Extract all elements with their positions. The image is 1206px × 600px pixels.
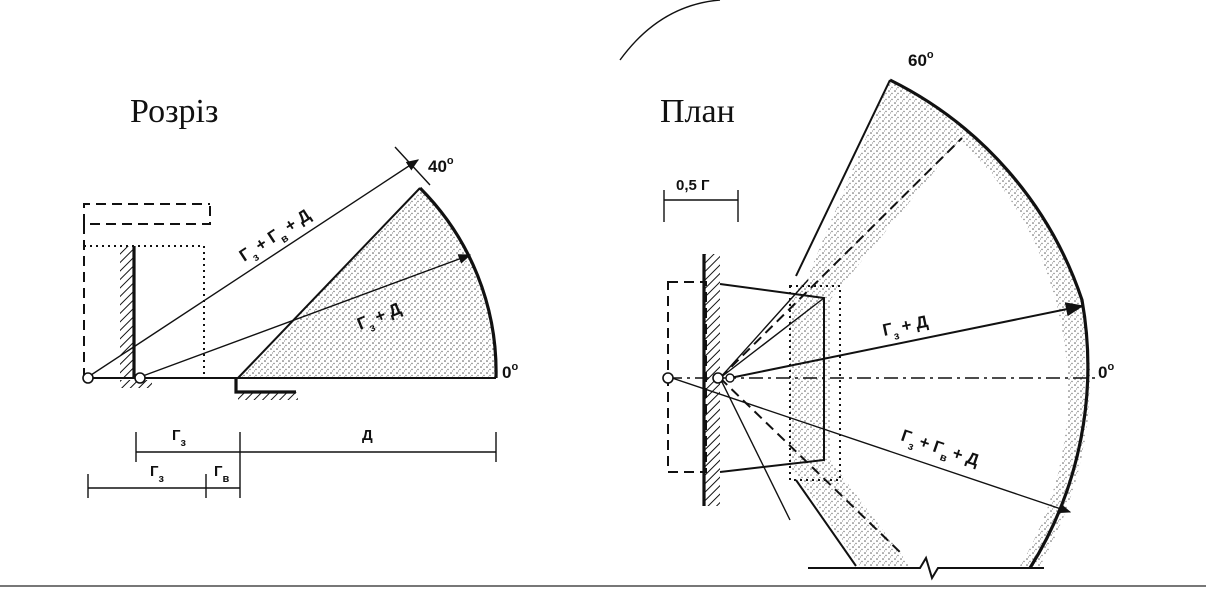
plan-wall-hatch: [704, 254, 720, 506]
background-arc: [619, 0, 721, 61]
plan-dashed-upper: [719, 137, 963, 379]
section-dim-d: Д: [362, 427, 373, 444]
plan-dashed-lower: [719, 377, 905, 557]
section-angle-0: 0o: [502, 361, 518, 382]
plan-label-short: Гз+ Д: [881, 312, 931, 345]
section-danger-zone: [238, 188, 497, 378]
plan-inner-zone: [830, 140, 1068, 566]
plan-title: План: [660, 93, 735, 130]
plan-pivot-outer: [662, 372, 674, 384]
plan-zone-bottom-edge: [795, 479, 857, 567]
plan-angle-0: 0o: [1098, 361, 1114, 382]
plan-angle-60: 60o: [908, 49, 934, 70]
plan-outer-arc: [889, 78, 1090, 569]
plan-object-outline: [719, 283, 825, 473]
section-building-outline: [83, 204, 211, 378]
plan-ground-break: [808, 555, 1044, 581]
section-pivot-outer: [82, 372, 94, 384]
plan-zone-top-edge: [795, 79, 891, 277]
section-zone-edge: [237, 187, 421, 379]
section-pivot-inner: [134, 372, 146, 384]
section-zone-arc: [418, 186, 498, 379]
section-step-hatch: [238, 392, 298, 400]
plan-ray-short: [729, 302, 1084, 379]
section-ray-long: [87, 159, 420, 378]
section-angle-40: 40o: [428, 155, 454, 176]
section-dim-gz-lower: Гз: [150, 463, 165, 485]
plan-fan-3: [719, 377, 791, 521]
plan-fan-1: [719, 279, 809, 379]
section-step: [234, 378, 296, 394]
plan-pivot-inner: [725, 373, 735, 383]
section-dim-gv: Гв: [214, 463, 230, 485]
section-building-dotted: [84, 245, 205, 378]
section-title: Розріз: [130, 93, 218, 130]
section-ground-hatch: [120, 380, 152, 388]
plan-pivot-wall: [712, 372, 724, 384]
section-label-long: Гз+ Гв+ Д: [236, 205, 317, 269]
section-dim-gz-upper: Гз: [172, 427, 187, 449]
section-view: Розріз 40o 0o Гз+ Гв+ Д Гз+: [82, 93, 518, 498]
plan-object-dotted: [789, 285, 841, 481]
section-building-top: [83, 203, 210, 224]
svg-text:Гз+ Гв+ Д: Гз+ Гв+ Д: [236, 205, 317, 269]
plan-view: План 0,5 Г: [660, 49, 1114, 581]
section-ray-short: [139, 254, 472, 378]
plan-dim-half: 0,5 Г: [676, 177, 710, 194]
plan-ray-long: [671, 377, 1072, 514]
plan-fan-2: [719, 297, 825, 379]
svg-text:Гз+ Д: Гз+ Д: [881, 312, 931, 345]
section-ray-long-tick: [394, 146, 431, 186]
section-wall-hatch: [120, 246, 134, 378]
